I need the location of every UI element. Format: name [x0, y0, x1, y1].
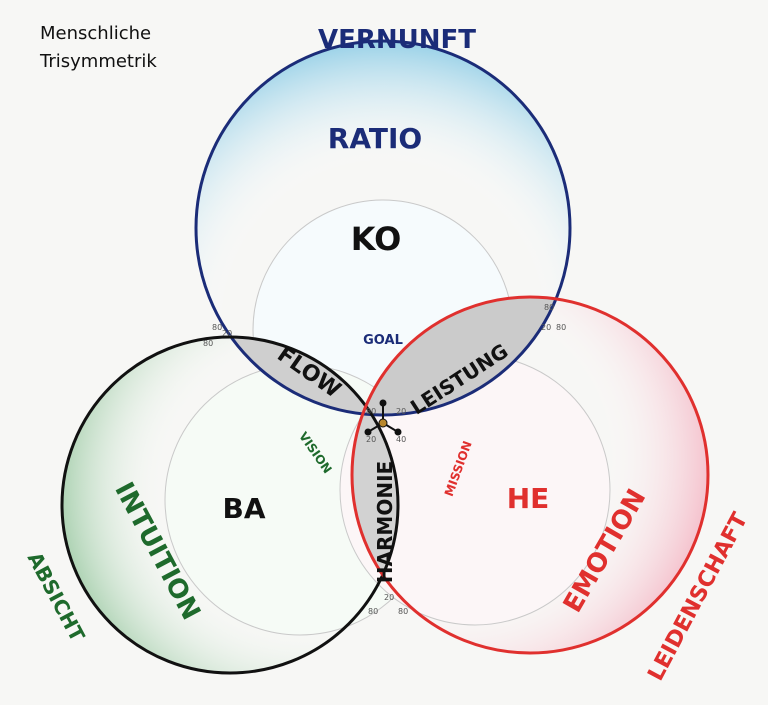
mark: 80: [398, 607, 408, 616]
leistung-overlap: [352, 297, 570, 415]
mark: 80: [212, 323, 222, 332]
emotion-circle: [350, 295, 710, 655]
mark: 80: [544, 303, 554, 312]
label-ba: BA: [222, 492, 265, 525]
mark: 80: [203, 339, 213, 348]
label-ko: KO: [351, 220, 402, 258]
mark: 20: [541, 323, 551, 332]
label-harmonie: HARMONIE: [373, 461, 397, 583]
title-line-1: Menschliche: [40, 23, 152, 44]
label-goal: GOAL: [363, 333, 403, 348]
center-symbol-icon: [364, 399, 402, 436]
mark: 80: [366, 407, 376, 416]
label-he: HE: [507, 482, 550, 515]
mark: 20: [396, 407, 406, 416]
mark: 80: [556, 323, 566, 332]
label-vernunft: VERNUNFT: [318, 25, 476, 55]
pencil-marks: 80 20 80 20 80 80 80 20 80 80 20 20 40: [203, 303, 566, 616]
intuition-circle: [60, 335, 400, 675]
mark: 20: [366, 435, 376, 444]
mark: 40: [396, 435, 406, 444]
mark: 20: [222, 329, 232, 338]
mark: 20: [384, 593, 394, 602]
mark: 80: [368, 607, 378, 616]
label-ratio: RATIO: [328, 122, 422, 155]
title-line-2: Trisymmetrik: [40, 51, 157, 72]
diagram-title: Menschliche Trisymmetrik: [40, 20, 157, 76]
